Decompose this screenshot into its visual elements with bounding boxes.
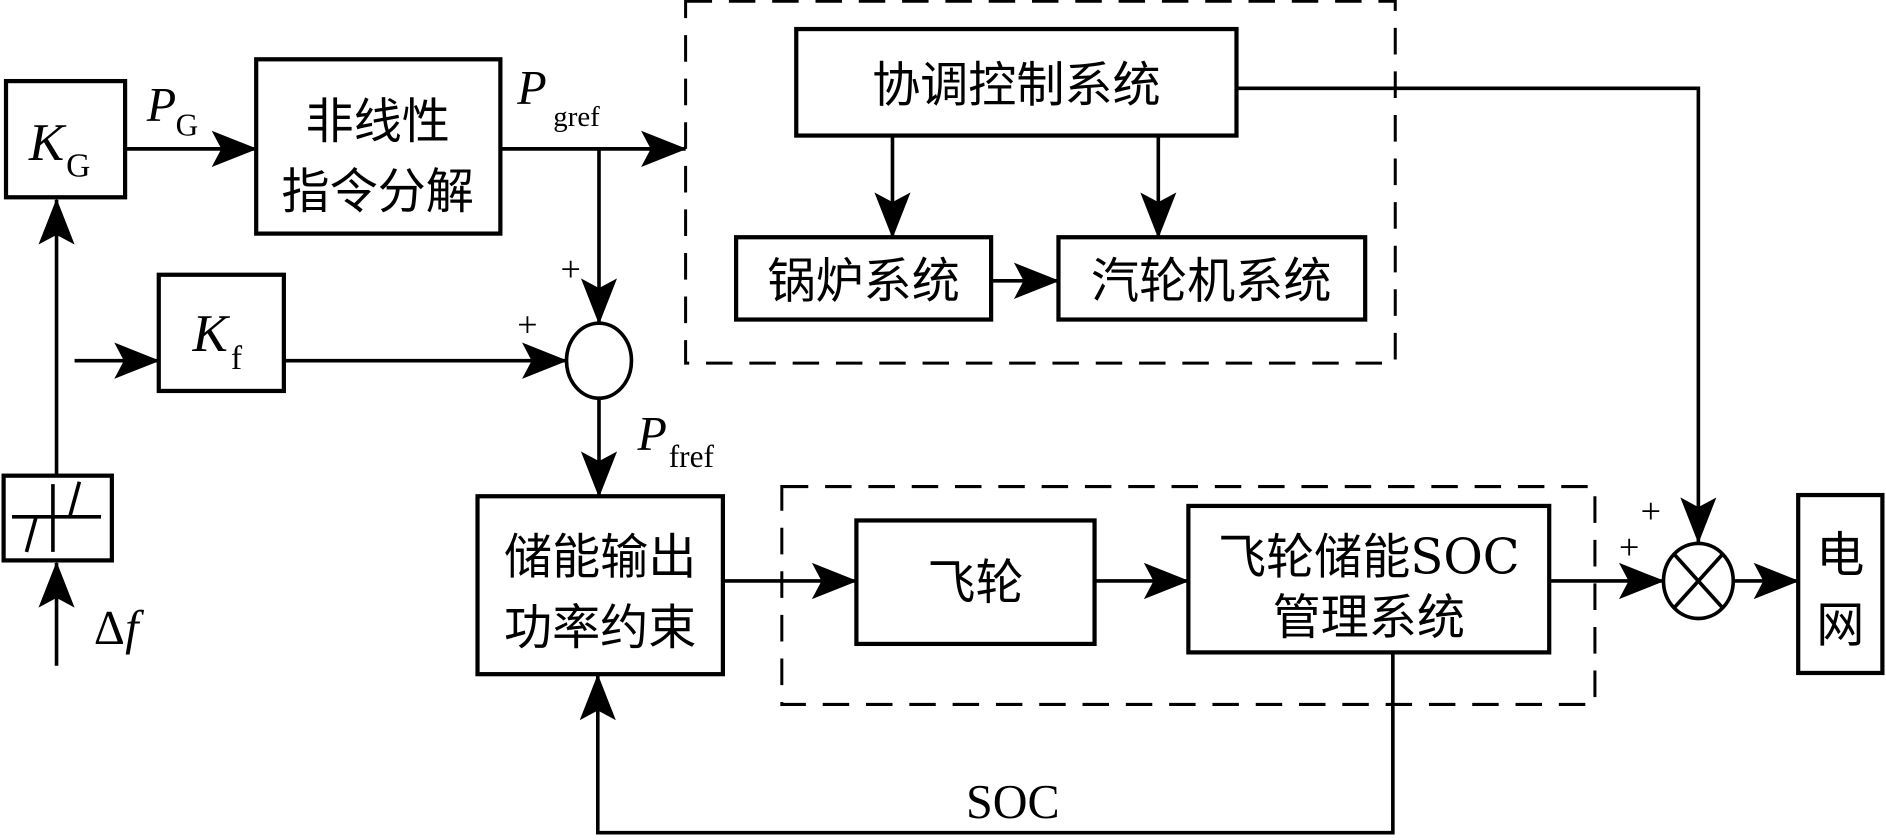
kg-symbol: K	[28, 114, 67, 172]
sum1-top-sign: +	[561, 249, 581, 289]
flywheel-label: 飞轮	[927, 555, 1023, 611]
svg-text:P: P	[516, 62, 546, 115]
nonlinear-label-line1: 非线性	[306, 94, 450, 150]
flywheel-group-frame	[780, 485, 1597, 706]
sum2-left-sign: +	[1619, 527, 1639, 567]
soc-mgmt-label-line2: 管理系统	[1273, 590, 1465, 646]
kf-block[interactable]: K f	[156, 272, 286, 394]
deadband-icon-slope-right	[68, 481, 82, 518]
kf-subscript: f	[231, 340, 243, 377]
svg-text:gref: gref	[553, 101, 600, 133]
grid-label-line2: 网	[1816, 597, 1864, 653]
grid-label-line1: 电	[1816, 527, 1864, 583]
signal-pg-label: P G	[146, 79, 198, 143]
nonlinear-decomposition-block[interactable]: 非线性 指令分解	[254, 57, 503, 236]
wire-soc-feedback	[579, 652, 1395, 835]
svg-text:P: P	[636, 408, 666, 461]
deadband-icon-slope-left	[24, 516, 38, 553]
coord-label: 协调控制系统	[872, 58, 1161, 114]
svg-text:f: f	[125, 602, 144, 655]
wires	[38, 86, 1800, 835]
signal-soc-label: SOC	[966, 776, 1060, 829]
svg-text:P: P	[146, 79, 176, 132]
summing-junction-icon	[564, 321, 634, 401]
coordinated-control-block[interactable]: 协调控制系统	[794, 26, 1239, 138]
thermal-unit-group-frame	[684, 0, 1397, 365]
constraint-label-line2: 功率约束	[504, 600, 696, 656]
kf-symbol: K	[191, 305, 230, 363]
turbine-block[interactable]: 汽轮机系统	[1056, 235, 1368, 322]
svg-text:Δ: Δ	[94, 602, 125, 655]
storage-power-constraint-block[interactable]: 储能输出 功率约束	[475, 494, 725, 677]
signal-delta-f-label: Δ f	[94, 602, 144, 655]
nonlinear-label-line2: 指令分解	[281, 164, 473, 220]
boiler-label: 锅炉系统	[767, 254, 959, 310]
kg-subscript: G	[66, 148, 90, 185]
svg-text:fref: fref	[669, 439, 715, 474]
deadband-block[interactable]	[1, 473, 114, 563]
soc-mgmt-label-line1: 飞轮储能SOC	[1218, 530, 1520, 586]
turbine-label: 汽轮机系统	[1091, 254, 1331, 310]
kg-block[interactable]: K G	[3, 78, 128, 200]
grid-summing-junction-icon	[1661, 541, 1736, 621]
wire-coord-to-grid-sum	[1236, 86, 1717, 544]
sum1-left-sign: +	[517, 304, 537, 344]
flywheel-block[interactable]: 飞轮	[854, 518, 1097, 647]
svg-text:G: G	[176, 107, 199, 142]
sum2-top-sign: +	[1641, 491, 1661, 531]
signal-pfref-label: P fref	[636, 408, 714, 474]
constraint-label-line1: 储能输出	[504, 530, 696, 586]
boiler-block[interactable]: 锅炉系统	[734, 235, 994, 322]
soc-management-block[interactable]: 飞轮储能SOC 管理系统	[1186, 503, 1552, 655]
grid-block[interactable]: 电 网	[1796, 492, 1885, 676]
signal-pgref-label: P gref	[516, 62, 600, 133]
